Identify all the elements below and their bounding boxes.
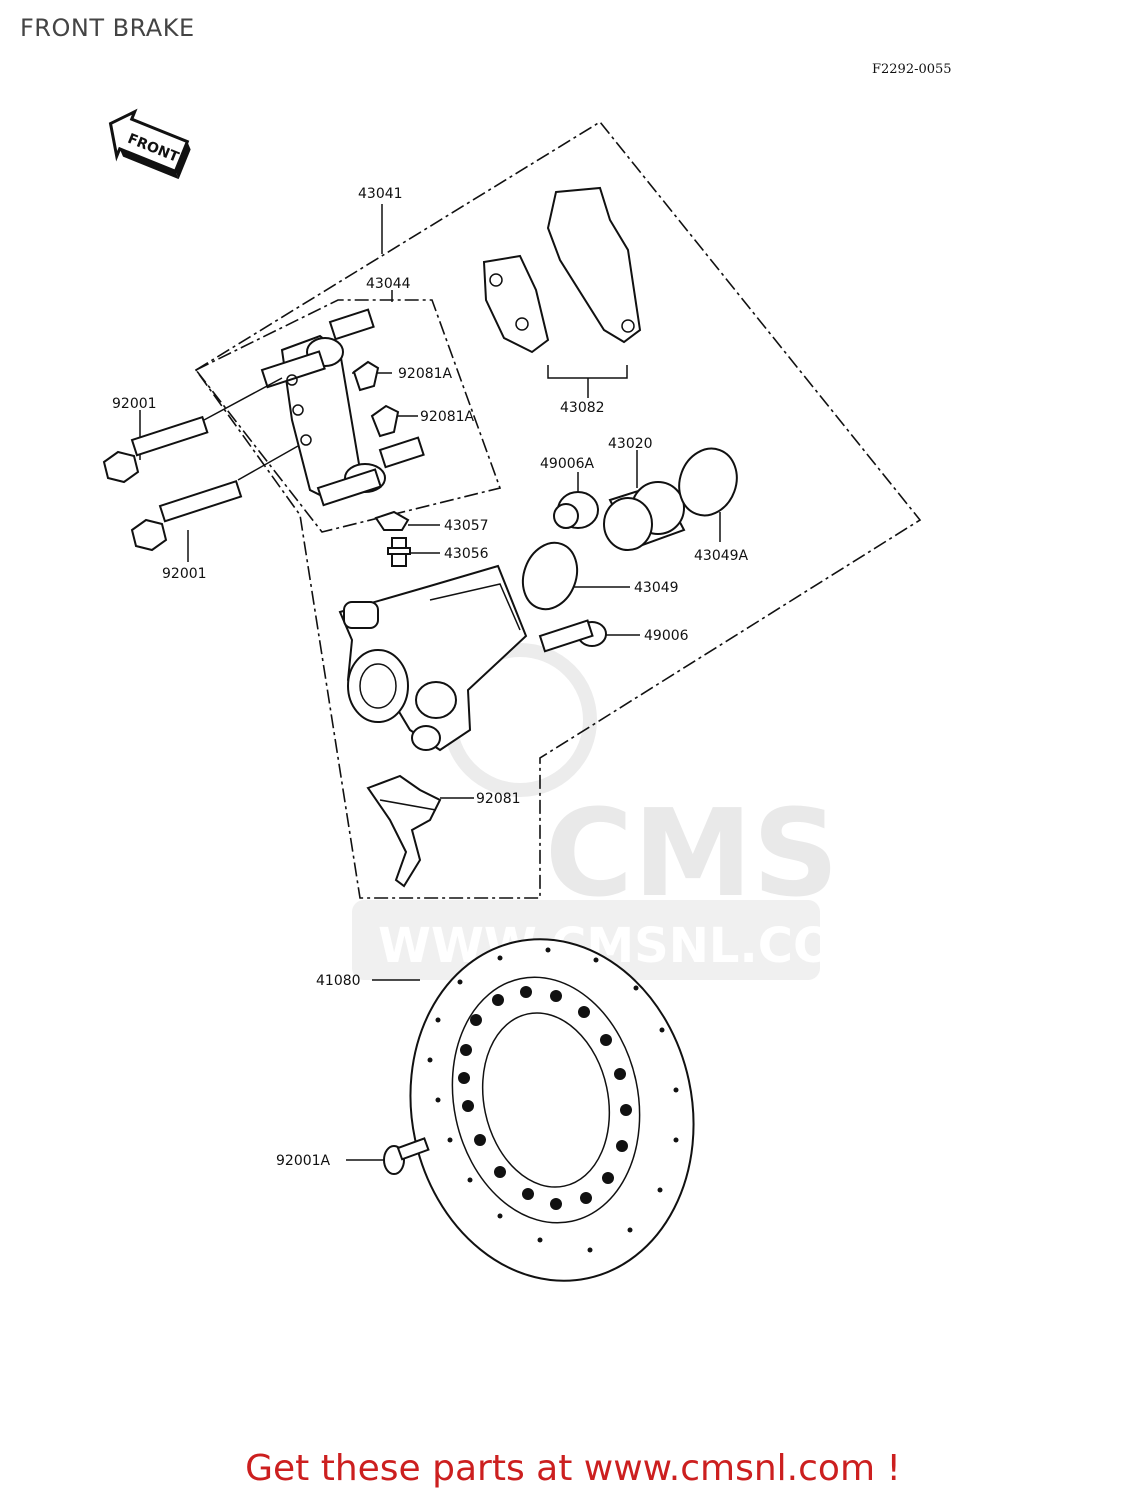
- label-43049: 43049: [634, 580, 679, 596]
- label-92001A: 92001A: [276, 1153, 331, 1169]
- diagram-code: F2292-0055: [872, 62, 952, 77]
- page-title: FRONT BRAKE: [20, 14, 195, 42]
- label-43041: 43041: [358, 186, 403, 202]
- dust-boot-49006A: [553, 491, 599, 529]
- label-92001-lower: 92001: [162, 566, 207, 582]
- brake-pads: [482, 186, 642, 354]
- watermark-url: WWW.CMSNL.COM: [378, 918, 882, 974]
- seal-43049A: [678, 447, 738, 517]
- caliper-bolts-92001: [102, 377, 299, 552]
- caliper-body: [338, 564, 528, 752]
- cmsnl-parts-link[interactable]: Get these parts at www.cmsnl.com !: [245, 1448, 901, 1489]
- brake-disc-41080: [409, 938, 695, 1282]
- part-labels: 43041 43044 92081A 92081A 92001 92001 43…: [112, 186, 749, 1169]
- label-92081A-1: 92081A: [398, 366, 453, 382]
- label-92081A-2: 92081A: [420, 409, 475, 425]
- assembly-boundary-43041: [194, 120, 922, 899]
- bleed-valve: [374, 510, 411, 567]
- exploded-parts-diagram: CMS WWW.CMSNL.COM FRONT: [102, 108, 922, 1282]
- assembly-boundary-43044: [194, 299, 502, 533]
- label-49006A: 49006A: [540, 456, 595, 472]
- seal-43049: [521, 541, 579, 611]
- pad-spring-92081: [366, 774, 442, 888]
- label-43056: 43056: [444, 546, 489, 562]
- front-arrow-icon: FRONT: [108, 108, 191, 180]
- disc-bolt-92001A: [383, 1137, 430, 1175]
- label-92001-upper: 92001: [112, 396, 157, 412]
- caliper-bracket: [260, 308, 425, 507]
- label-43049A: 43049A: [694, 548, 749, 564]
- label-43057: 43057: [444, 518, 489, 534]
- label-41080: 41080: [316, 973, 361, 989]
- leader-lines: [139, 204, 721, 1161]
- watermark-brand: CMS: [545, 785, 839, 924]
- label-49006: 49006: [644, 628, 689, 644]
- pad-clips-92081A: [352, 360, 400, 438]
- piston-43020: [603, 481, 686, 551]
- label-92081: 92081: [476, 791, 521, 807]
- label-43020: 43020: [608, 436, 653, 452]
- label-43044: 43044: [366, 276, 411, 292]
- pin-bolt-49006: [538, 619, 607, 653]
- label-43082: 43082: [560, 400, 605, 416]
